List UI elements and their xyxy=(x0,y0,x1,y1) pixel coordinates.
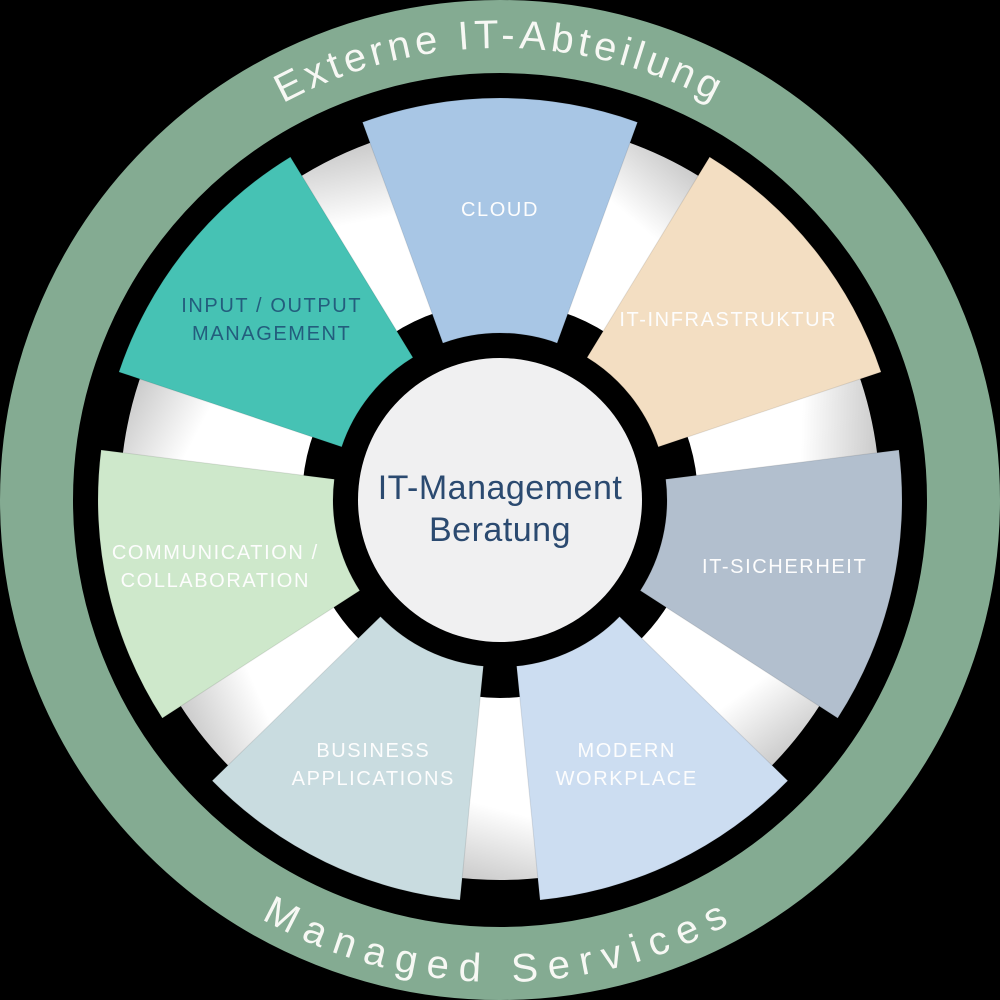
segment-input-output-management xyxy=(118,156,414,448)
gap-sheet xyxy=(637,602,826,774)
segment-label-cloud: CLOUD xyxy=(461,199,539,221)
segment-communication-collaboration xyxy=(97,449,361,719)
gap-sheet xyxy=(291,139,439,335)
center-circle xyxy=(358,358,642,642)
segment-label-communication-collaboration: COMMUNICATION /COLLABORATION xyxy=(112,542,319,592)
segment-it-infrastruktur xyxy=(586,156,882,448)
segment-cloud xyxy=(361,97,639,344)
segment-it-sicherheit xyxy=(639,449,903,719)
segment-label-it-sicherheit: IT-SICHERHEIT xyxy=(702,556,867,578)
gap-sheet xyxy=(174,602,363,774)
segment-modern-workplace xyxy=(516,615,789,901)
segment-label-it-infrastruktur: IT-INFRASTRUKTUR xyxy=(619,309,837,331)
gap-sheet xyxy=(685,367,879,482)
gap-sheet xyxy=(561,139,709,335)
gap-sheet xyxy=(121,367,315,482)
segment-business-applications xyxy=(211,615,484,901)
